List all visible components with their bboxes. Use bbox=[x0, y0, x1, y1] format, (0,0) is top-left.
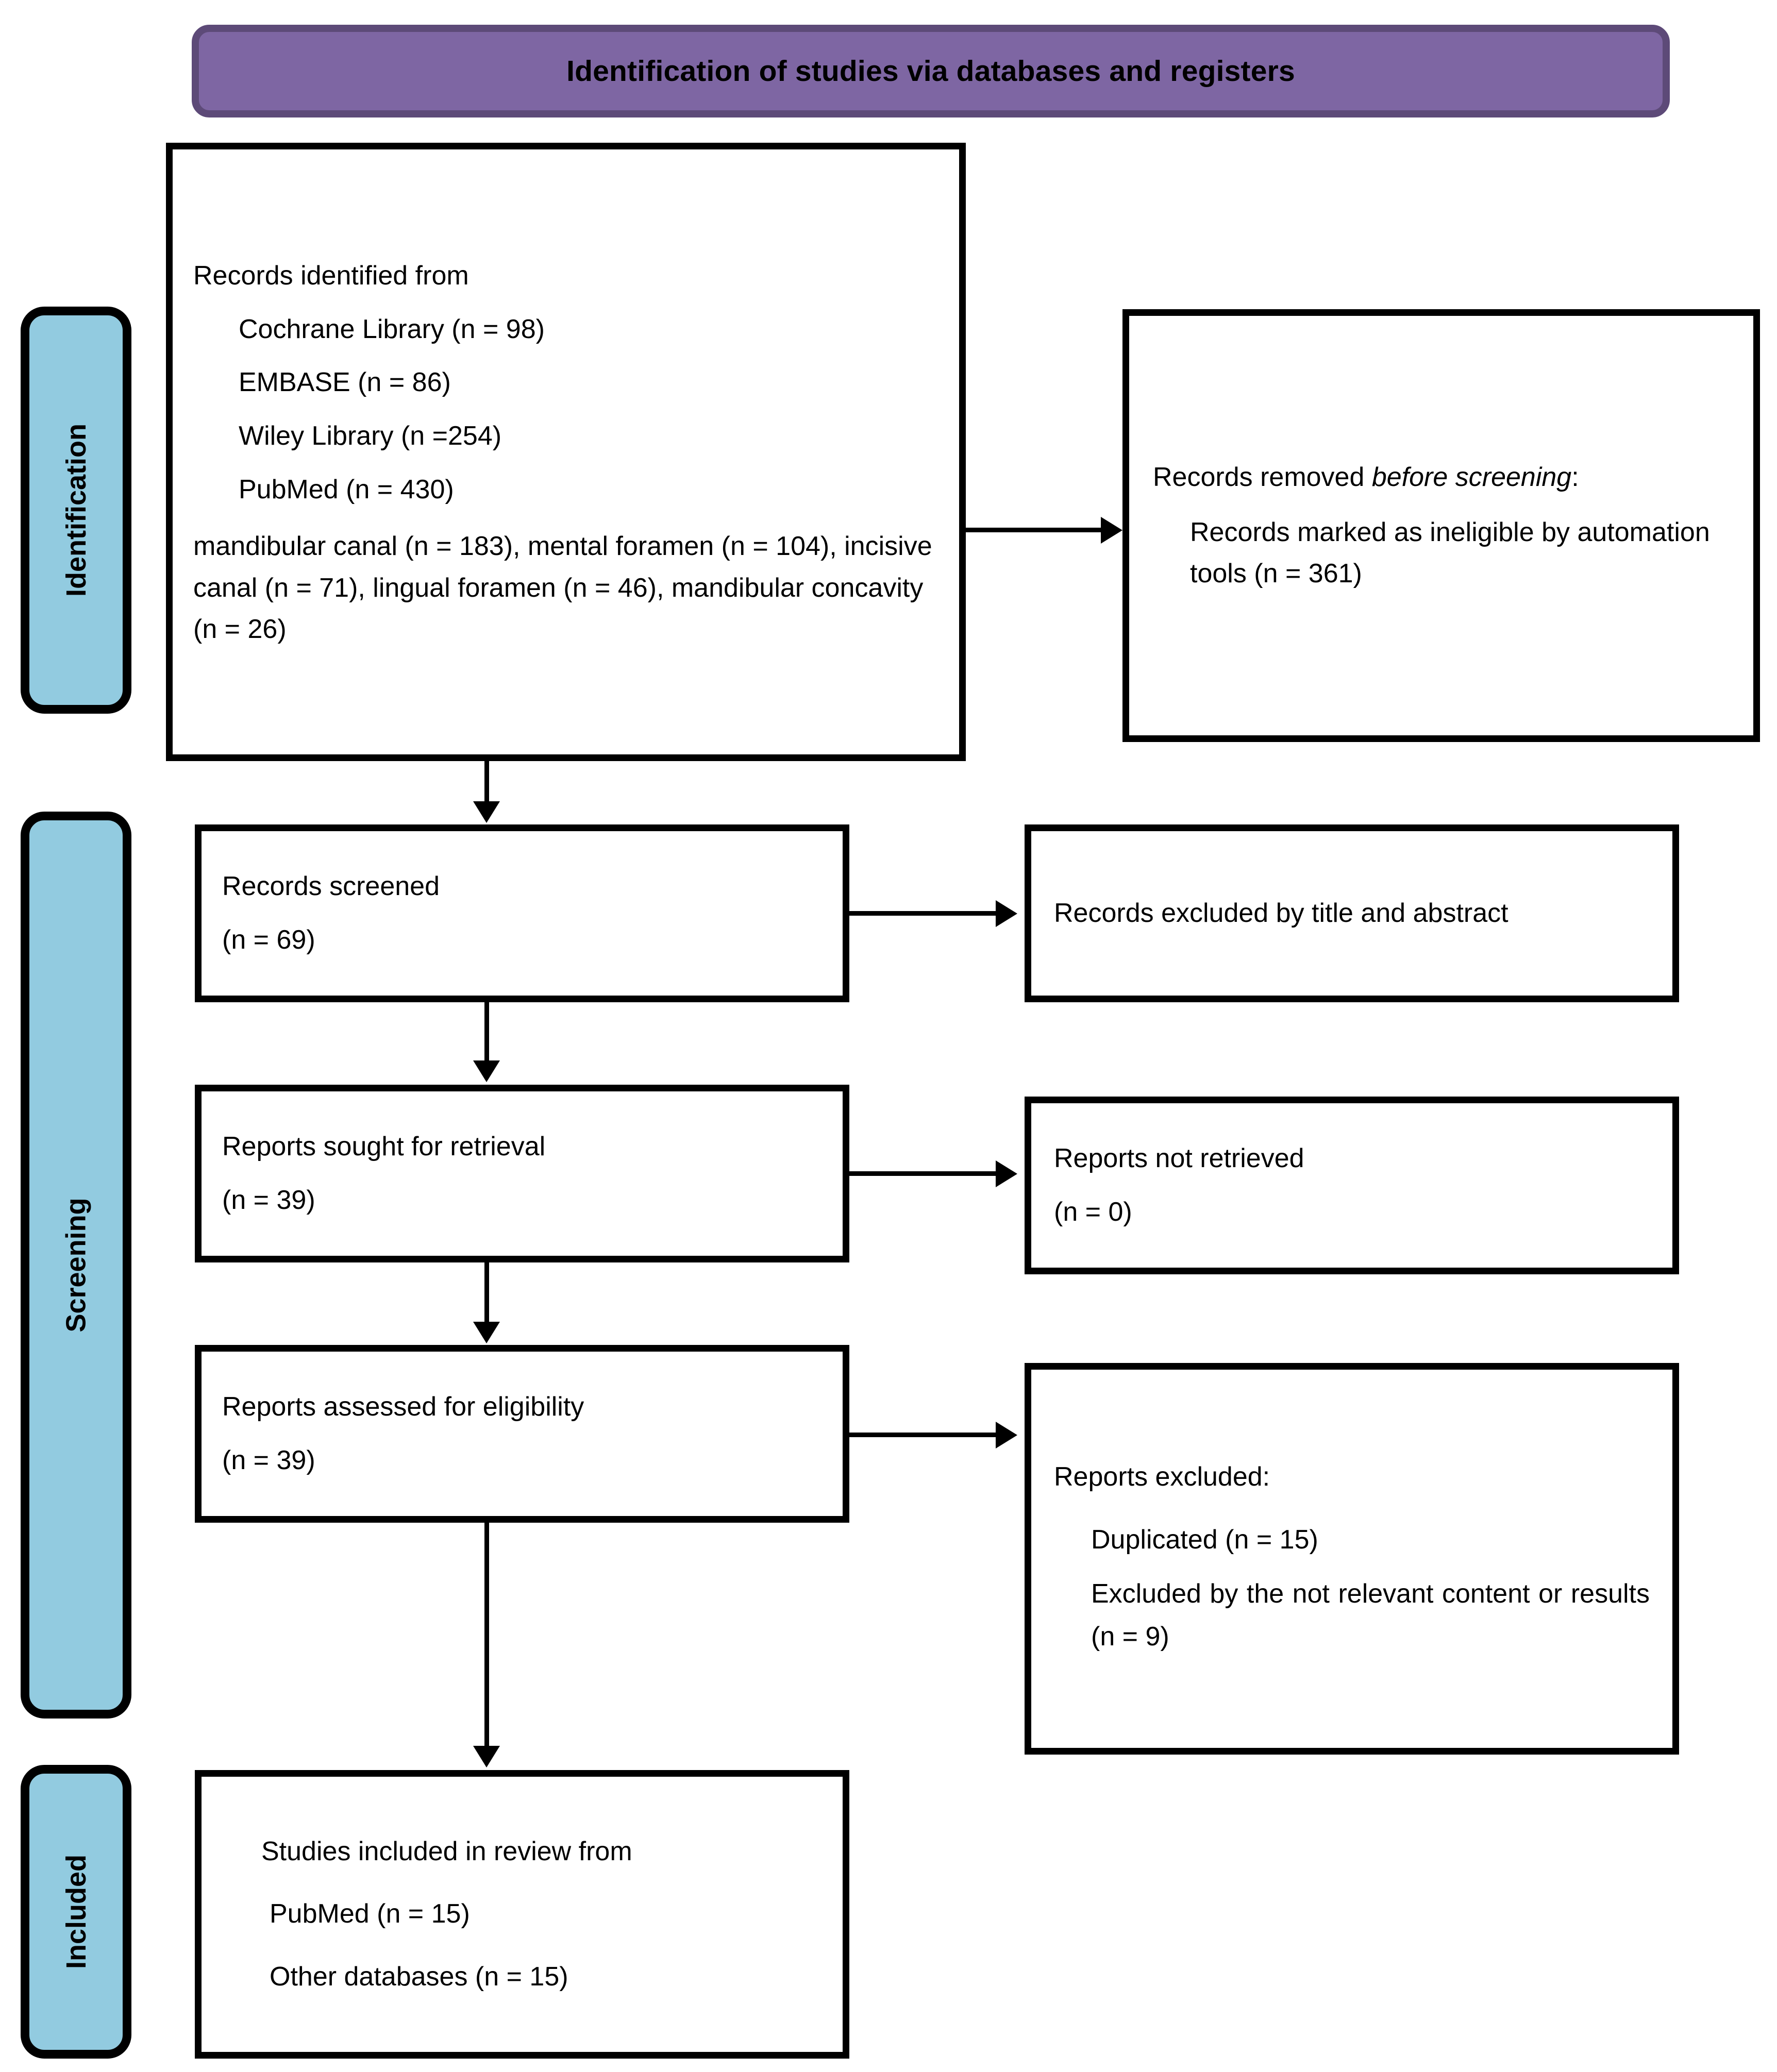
arrow-screened-to-excluded bbox=[996, 900, 1017, 927]
box-reports-sought: Reports sought for retrieval (n = 39) bbox=[195, 1085, 849, 1262]
records-removed-italic-screening: screening bbox=[1455, 462, 1572, 493]
source-pubmed: PubMed (n = 430) bbox=[239, 474, 454, 504]
connector-assessed-to-excluded bbox=[849, 1433, 999, 1437]
box-records-identified: Records identified from Cochrane Library… bbox=[166, 143, 966, 761]
box-studies-included: Studies included in review from PubMed (… bbox=[195, 1770, 849, 2059]
reports-sought-label: Reports sought for retrieval bbox=[222, 1131, 546, 1161]
reports-not-retrieved-count: (n = 0) bbox=[1054, 1197, 1132, 1227]
reports-excluded-item-not-relevant: Excluded by the not relevant content or … bbox=[1091, 1579, 1650, 1652]
arrow-identified-to-screened bbox=[473, 801, 500, 823]
records-removed-heading: Records removed before screening: bbox=[1153, 457, 1730, 498]
records-excluded-text: Records excluded by title and abstract bbox=[1054, 898, 1508, 928]
records-removed-detail: Records marked as ineligible by automati… bbox=[1190, 517, 1710, 589]
arrow-assessed-to-excluded bbox=[996, 1422, 1017, 1448]
studies-included-pubmed: PubMed (n = 15) bbox=[270, 1899, 470, 1929]
records-removed-italic-before: before bbox=[1371, 462, 1448, 493]
arrow-identified-to-removed bbox=[1101, 517, 1122, 544]
header-banner: Identification of studies via databases … bbox=[192, 25, 1670, 117]
stage-label-screening: Screening bbox=[60, 1198, 92, 1333]
source-wiley: Wiley Library (n =254) bbox=[239, 420, 502, 451]
reports-excluded-heading: Reports excluded: bbox=[1054, 1462, 1270, 1492]
connector-identified-to-screened bbox=[484, 761, 489, 803]
records-screened-label: Records screened bbox=[222, 871, 440, 901]
records-removed-prefix: Records removed bbox=[1153, 462, 1372, 493]
connector-screened-to-sought bbox=[484, 1002, 489, 1064]
arrow-screened-to-sought bbox=[473, 1060, 500, 1082]
box-reports-assessed: Reports assessed for eligibility (n = 39… bbox=[195, 1345, 849, 1523]
connector-screened-to-excluded bbox=[849, 911, 999, 916]
stage-label-identification: Identification bbox=[60, 424, 92, 597]
studies-included-heading: Studies included in review from bbox=[261, 1836, 632, 1866]
box-records-removed: Records removed before screening: Record… bbox=[1122, 309, 1760, 742]
stage-pill-included: Included bbox=[21, 1765, 131, 2059]
reports-not-retrieved-label: Reports not retrieved bbox=[1054, 1143, 1304, 1173]
connector-sought-to-assessed bbox=[484, 1262, 489, 1325]
reports-sought-count: (n = 39) bbox=[222, 1185, 315, 1215]
arrow-assessed-to-included bbox=[473, 1746, 500, 1767]
records-identified-detail: mandibular canal (n = 183), mental foram… bbox=[193, 531, 932, 645]
page-title: Identification of studies via databases … bbox=[566, 55, 1295, 88]
connector-assessed-to-included bbox=[484, 1523, 489, 1749]
box-records-screened: Records screened (n = 69) bbox=[195, 824, 849, 1002]
stage-pill-identification: Identification bbox=[21, 307, 131, 714]
records-identified-heading: Records identified from bbox=[193, 261, 469, 291]
connector-identified-to-removed bbox=[966, 528, 1104, 532]
arrow-sought-to-not-retrieved bbox=[996, 1160, 1017, 1187]
connector-sought-to-not-retrieved bbox=[849, 1171, 999, 1176]
records-screened-count: (n = 69) bbox=[222, 924, 315, 955]
box-reports-excluded: Reports excluded: Duplicated (n = 15) Ex… bbox=[1025, 1363, 1679, 1755]
box-reports-not-retrieved: Reports not retrieved (n = 0) bbox=[1025, 1097, 1679, 1274]
records-removed-colon: : bbox=[1571, 462, 1579, 493]
source-embase: EMBASE (n = 86) bbox=[239, 367, 451, 398]
source-cochrane: Cochrane Library (n = 98) bbox=[239, 314, 545, 344]
reports-assessed-count: (n = 39) bbox=[222, 1445, 315, 1475]
stage-label-included: Included bbox=[60, 1854, 92, 1969]
box-records-excluded: Records excluded by title and abstract bbox=[1025, 824, 1679, 1002]
studies-included-other: Other databases (n = 15) bbox=[270, 1961, 568, 1992]
reports-excluded-item-duplicated: Duplicated (n = 15) bbox=[1091, 1524, 1318, 1555]
stage-pill-screening: Screening bbox=[21, 812, 131, 1719]
reports-assessed-label: Reports assessed for eligibility bbox=[222, 1391, 584, 1422]
arrow-sought-to-assessed bbox=[473, 1322, 500, 1343]
